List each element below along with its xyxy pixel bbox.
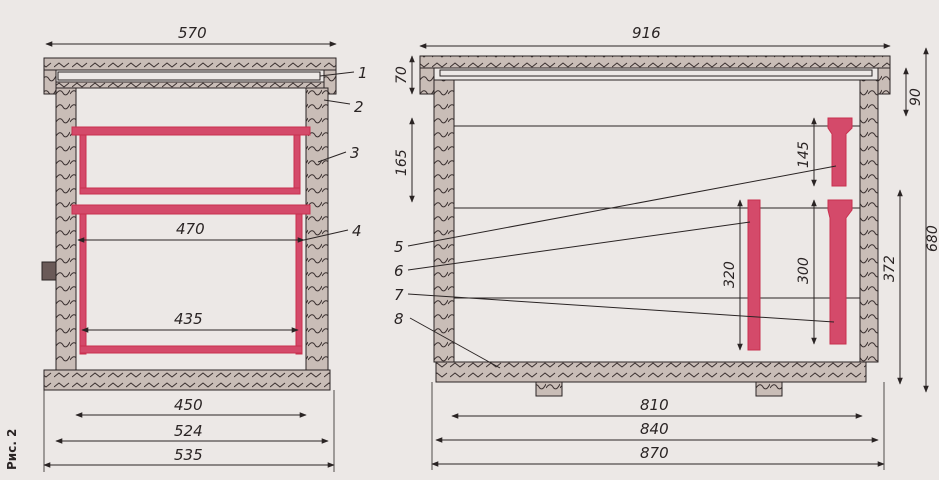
side-ceiling-board [439,69,873,77]
side-upper-frame-profile [827,117,853,187]
callout-4: 4 [352,222,362,240]
side-lower-frame-profile [827,199,853,345]
callout-6: 6 [394,262,404,280]
callout-3: 3 [350,144,360,162]
side-frame-board [747,199,761,351]
side-bottom-board [435,361,867,383]
side-dim-right-mid: 372 [882,255,898,282]
side-wall-right [859,79,879,363]
side-dim-frame-top: 145 [796,141,812,168]
front-roof-edge-left [43,69,57,95]
side-wall-left [433,79,455,363]
side-dim-left-mid: 165 [394,149,410,176]
figure-label: Рис. 2 [5,429,19,470]
callout-1: 1 [358,64,368,82]
side-dim-left-upper: 70 [394,66,410,84]
callout-7: 7 [394,286,404,304]
callout-8: 8 [394,310,404,328]
callout-5: 5 [394,238,404,256]
front-gasket [55,81,325,89]
side-roof-edge-right [877,67,891,95]
front-dim-bottom-2: 524 [174,422,203,440]
front-dim-top: 570 [178,24,207,42]
side-dim-frame-board: 320 [722,261,738,288]
side-inner-space [453,79,861,363]
side-dim-bottom-1: 810 [640,396,669,414]
front-ceiling-board [57,71,321,81]
side-roof-board [419,55,891,69]
front-dim-inner-lower: 435 [174,310,203,328]
front-lower-frame [71,204,311,355]
side-roof-edge-left [419,67,435,95]
side-dim-bottom-2: 840 [640,420,669,438]
front-bottom-board [43,369,331,391]
side-bottom-block-left [535,381,563,397]
side-dim-right-total: 680 [925,225,939,252]
side-bottom-block-right [755,381,783,397]
side-view: 916 810 840 870 70 165 90 680 372 145 30… [394,24,939,470]
callout-2: 2 [354,98,364,116]
side-dim-frame-lower: 300 [796,257,812,284]
front-roof-board [43,57,337,71]
side-dim-bottom-3: 870 [640,444,669,462]
front-view: 570 470 435 450 524 535 1 2 3 4 [41,24,368,472]
side-dim-right-upper: 90 [908,88,924,106]
front-dim-inner-upper: 470 [176,220,205,238]
front-handle [41,261,57,281]
front-upper-frame [71,126,311,195]
side-dim-top: 916 [632,24,661,42]
front-dim-bottom-1: 450 [174,396,203,414]
front-dim-bottom-3: 535 [174,446,203,464]
